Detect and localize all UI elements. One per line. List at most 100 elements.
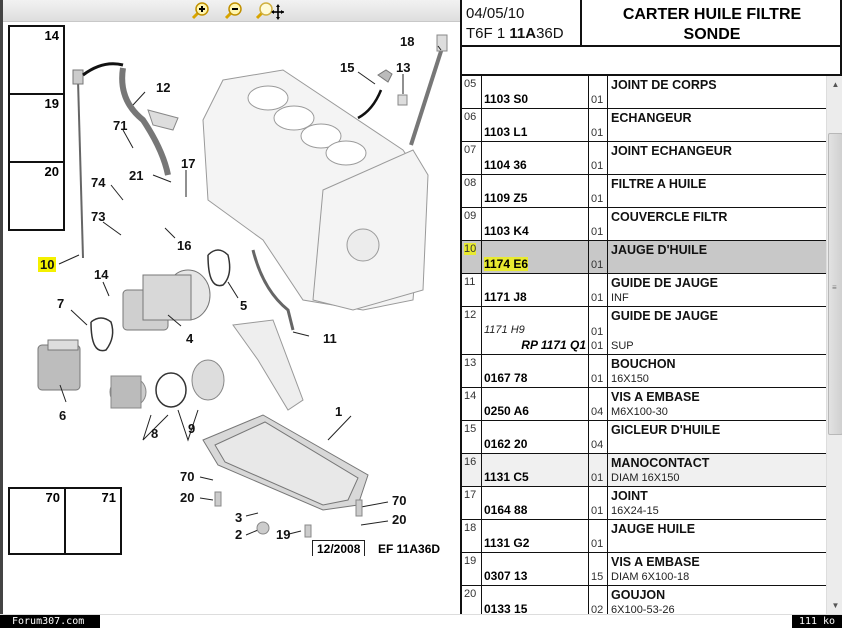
- callout-20-right[interactable]: 20: [392, 512, 407, 527]
- part-qty: 01: [591, 94, 604, 106]
- thumbnail-part-20[interactable]: 20: [8, 161, 65, 231]
- part-qty-cell: 01: [589, 487, 608, 519]
- magnifier-move-icon: [255, 2, 284, 20]
- part-qty: 01: [591, 340, 604, 352]
- callout-11[interactable]: 11: [323, 331, 337, 346]
- callout-21[interactable]: 21: [129, 168, 144, 183]
- part-qty: 01: [591, 226, 604, 238]
- part-index-cell: 07: [462, 142, 482, 174]
- callout-5[interactable]: 5: [240, 298, 248, 313]
- thumbnail-part-14[interactable]: 14: [8, 25, 65, 95]
- zoom-out-button[interactable]: [223, 2, 245, 20]
- part-ref-cell: 1131 C5: [482, 454, 589, 486]
- part-ref-cell: 0307 13: [482, 553, 589, 585]
- callout-15[interactable]: 15: [340, 60, 355, 75]
- part-ref-cell: 1103 L1: [482, 109, 589, 141]
- part-spec: DIAM 16X150: [611, 472, 680, 484]
- part-ref-cell: 0133 15: [482, 586, 589, 614]
- callout-73[interactable]: 73: [91, 209, 106, 224]
- part-ref: 1103 K4: [484, 224, 529, 238]
- thumbnail-part-19[interactable]: 19: [8, 93, 65, 163]
- callout-70-left[interactable]: 70: [180, 469, 195, 484]
- callout-9[interactable]: 9: [188, 421, 196, 436]
- part-spec: 16X24-15: [611, 505, 659, 517]
- part-qty-cell: 01: [589, 175, 608, 207]
- zoom-pan-button[interactable]: [254, 2, 284, 20]
- exploded-diagram-pane[interactable]: 14 19 20 70 71 18 15 13 12 71 17 21 74 7…: [0, 0, 460, 614]
- callout-18[interactable]: 18: [400, 34, 415, 49]
- part-ref: 1103 L1: [484, 125, 528, 139]
- thumbnail-part-70[interactable]: 70: [8, 487, 66, 555]
- code-suffix: 36D: [536, 25, 564, 42]
- part-ref-cell: 1174 E6: [482, 241, 589, 273]
- callout-19[interactable]: 19: [276, 527, 291, 542]
- part-qty-cell: 04: [589, 421, 608, 453]
- scrollbar-thumb[interactable]: ≡: [828, 133, 842, 435]
- callout-7[interactable]: 7: [57, 296, 65, 311]
- zoom-in-button[interactable]: [190, 2, 212, 20]
- callout-6[interactable]: 6: [59, 408, 67, 423]
- callout-71[interactable]: 71: [113, 118, 128, 133]
- site-watermark[interactable]: Forum307.com: [0, 615, 100, 628]
- callout-70-right[interactable]: 70: [392, 493, 407, 508]
- part-name: JOINT: [611, 489, 648, 503]
- callout-4[interactable]: 4: [186, 331, 194, 346]
- oil-filter-housing: [122, 269, 211, 331]
- part-index: 14: [464, 390, 477, 402]
- callout-14[interactable]: 14: [94, 267, 109, 282]
- scroll-up-arrow-icon[interactable]: ▲: [831, 80, 840, 89]
- vertical-scrollbar[interactable]: ▲ ≡ ▼: [826, 76, 842, 614]
- thumbnail-part-71[interactable]: 71: [64, 487, 122, 555]
- part-index-cell: 19: [462, 553, 482, 585]
- header-code: T6F 1 11A36D: [466, 24, 576, 44]
- callout-12[interactable]: 12: [156, 80, 171, 95]
- oil-sump: [202, 414, 369, 511]
- part-name: JOINT ECHANGEUR: [611, 144, 732, 158]
- callout-13[interactable]: 13: [396, 60, 411, 75]
- callout-17[interactable]: 17: [181, 156, 196, 171]
- part-qty: 01: [591, 259, 604, 271]
- part-index-cell: 13: [462, 355, 482, 387]
- callout-10-highlighted[interactable]: 10: [38, 257, 57, 272]
- part-index-cell: 06: [462, 109, 482, 141]
- callout-2[interactable]: 2: [235, 527, 243, 542]
- part-qty: 01: [591, 373, 604, 385]
- header-spacer: [462, 47, 842, 76]
- part-ref-cell: 1171 J8: [482, 274, 589, 306]
- part-name: JAUGE D'HUILE: [611, 243, 708, 257]
- part-qty-cell: 04: [589, 388, 608, 420]
- thumbnail-number: 14: [44, 28, 59, 43]
- callout-8[interactable]: 8: [151, 426, 159, 441]
- callout-74[interactable]: 74: [91, 175, 106, 190]
- callout-20-left[interactable]: 20: [180, 490, 195, 505]
- part-ref-cell: 0164 88: [482, 487, 589, 519]
- part-index-cell: 08: [462, 175, 482, 207]
- diagram-date-stamp: 12/2008: [312, 540, 366, 556]
- diagram-reference: EF 11A36D: [378, 542, 441, 556]
- scroll-down-arrow-icon[interactable]: ▼: [831, 601, 840, 610]
- part-name: BOUCHON: [611, 357, 676, 371]
- part-qty-cell: 15: [589, 553, 608, 585]
- part-qty: 01: [591, 538, 604, 550]
- callout-1[interactable]: 1: [335, 404, 343, 419]
- callout-3[interactable]: 3: [235, 510, 243, 525]
- callout-16[interactable]: 16: [177, 238, 192, 253]
